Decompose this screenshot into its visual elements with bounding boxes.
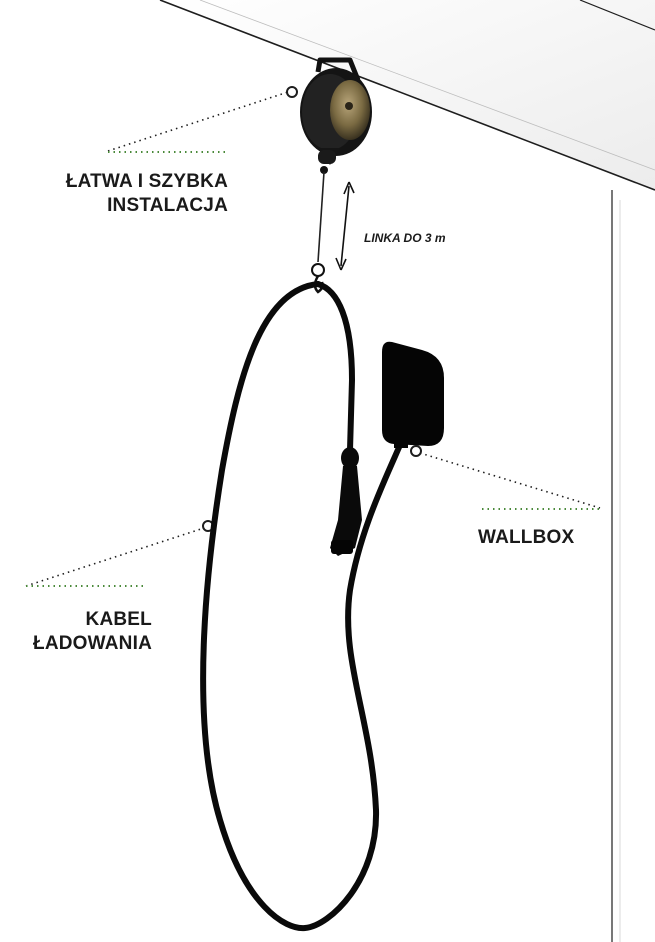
label-installation-line1: ŁATWA I SZYBKA	[65, 171, 228, 192]
label-installation-line2: INSTALACJA	[107, 195, 228, 216]
label-charging-cable: KABEL ŁADOWANIA	[14, 608, 152, 656]
label-charging-cable-line2: ŁADOWANIA	[33, 633, 152, 654]
label-line-length: LINKA DO 3 m	[364, 231, 446, 245]
label-charging-cable-line1: KABEL	[85, 609, 152, 630]
charging-cable	[200, 281, 403, 932]
ceiling-reel-icon	[300, 57, 372, 174]
pull-line	[311, 171, 325, 294]
label-wallbox: WALLBOX	[478, 527, 575, 548]
charging-plug-icon	[330, 447, 362, 556]
double-arrow-icon	[335, 181, 355, 271]
ceiling	[159, 0, 655, 942]
wallbox-icon	[382, 341, 444, 448]
label-installation: ŁATWA I SZYBKA INSTALACJA	[30, 170, 228, 218]
callout-leaders	[25, 86, 602, 587]
